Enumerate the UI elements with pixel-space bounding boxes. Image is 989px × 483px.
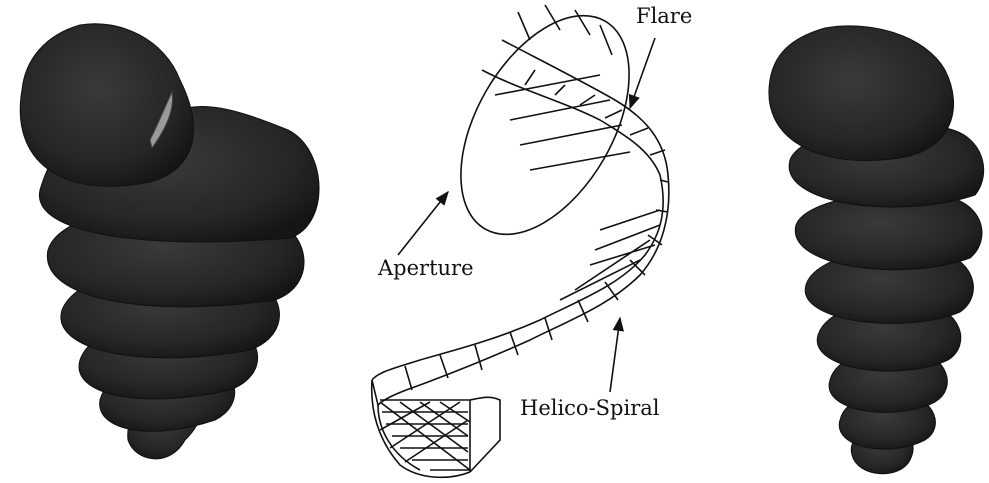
- helico-spiral-arrow: [610, 318, 620, 392]
- left-shell: [20, 24, 319, 459]
- helico-spiral-label: Helico-Spiral: [520, 398, 660, 419]
- flare-arrow: [630, 38, 655, 108]
- flare-label: Flare: [636, 6, 692, 27]
- aperture-arrow: [398, 192, 448, 255]
- aperture-ellipse: [426, 0, 664, 263]
- aperture-label: Aperture: [378, 258, 474, 279]
- right-shell: [769, 26, 984, 474]
